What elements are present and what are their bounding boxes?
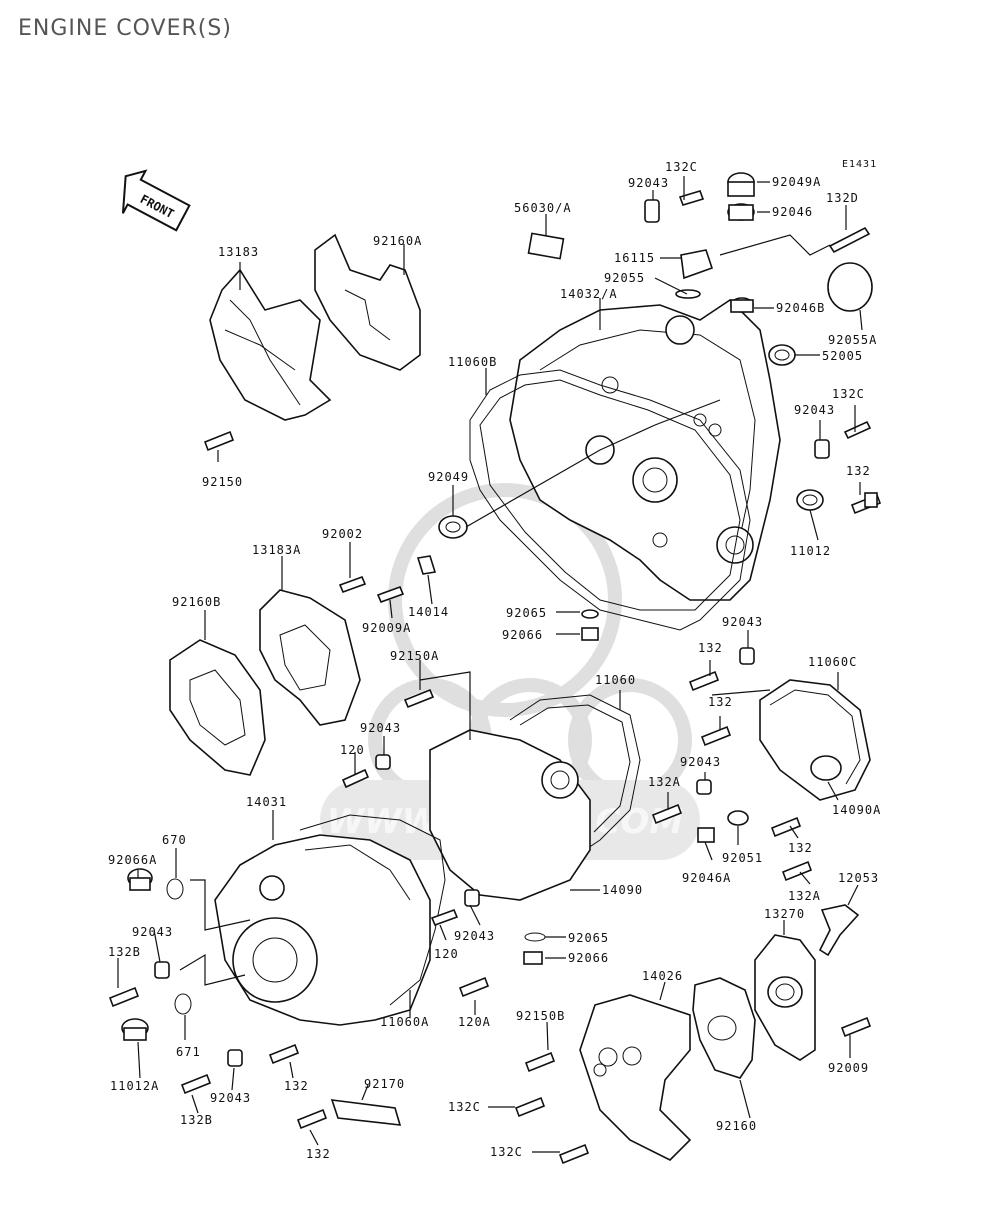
label-11060b: 11060B xyxy=(448,355,497,369)
label-92009: 92009 xyxy=(828,1061,869,1075)
label-92066a: 92066A xyxy=(108,853,157,867)
label-92150: 92150 xyxy=(202,475,243,489)
center-lower-small-parts xyxy=(430,889,546,998)
label-92046: 92046 xyxy=(772,205,813,219)
label-11012: 11012 xyxy=(790,544,831,558)
lower-left-small-parts xyxy=(108,868,402,1130)
upper-small-parts xyxy=(438,172,882,539)
label-132-m2: 132 xyxy=(708,695,733,709)
label-92043-b: 92043 xyxy=(454,929,495,943)
cover-13270 xyxy=(754,934,816,1061)
label-92170: 92170 xyxy=(364,1077,405,1091)
label-14032a: 14032/A xyxy=(560,287,618,301)
leader-lines xyxy=(117,176,863,1153)
label-11012a: 11012A xyxy=(110,1079,159,1093)
label-92043-r: 92043 xyxy=(794,403,835,417)
label-92066-top: 92066 xyxy=(502,628,543,642)
label-52005: 52005 xyxy=(822,349,863,363)
label-92049a: 92049A xyxy=(772,175,821,189)
label-92043-c: 92043 xyxy=(360,721,401,735)
label-92055: 92055 xyxy=(604,271,645,285)
label-132a-m: 132A xyxy=(648,775,681,789)
label-132-b2: 132 xyxy=(306,1147,331,1161)
label-92066-b: 92066 xyxy=(568,951,609,965)
label-120-l: 120 xyxy=(434,947,459,961)
crankcase-cover-14032a xyxy=(509,298,781,601)
diagram-code: E1431 xyxy=(842,159,877,170)
label-14031: 14031 xyxy=(246,795,287,809)
chain-guard-14026 xyxy=(579,994,692,1161)
plate-92160b xyxy=(169,639,266,776)
front-arrow: FRONT xyxy=(121,169,191,232)
label-13270: 13270 xyxy=(764,907,805,921)
part-labels: 13183 92160A 92150 56030/A 132C 92043 92… xyxy=(108,160,881,1161)
label-92043-m: 92043 xyxy=(722,615,763,629)
label-132c-b2: 132C xyxy=(490,1145,523,1159)
label-92160a: 92160A xyxy=(373,234,422,248)
label-92043-top: 92043 xyxy=(628,176,669,190)
label-132a-r: 132A xyxy=(788,889,821,903)
cover-11060c xyxy=(759,679,871,801)
gasket-92160 xyxy=(692,977,756,1079)
label-132-b1: 132 xyxy=(284,1079,309,1093)
label-14026: 14026 xyxy=(642,969,683,983)
label-92043-mr: 92043 xyxy=(680,755,721,769)
label-12053: 12053 xyxy=(838,871,879,885)
label-132-mr: 132 xyxy=(788,841,813,855)
label-11060: 11060 xyxy=(595,673,636,687)
label-132d: 132D xyxy=(826,191,859,205)
label-92150a: 92150A xyxy=(390,649,439,663)
label-11060a: 11060A xyxy=(380,1015,429,1029)
label-120-m: 120 xyxy=(340,743,365,757)
label-16115: 16115 xyxy=(614,251,655,265)
label-132c-r: 132C xyxy=(832,387,865,401)
label-92046a: 92046A xyxy=(682,871,731,885)
label-132b-2: 132B xyxy=(180,1113,213,1127)
plate-92160a xyxy=(314,233,421,371)
label-92150b: 92150B xyxy=(516,1009,565,1023)
label-132c-top: 132C xyxy=(665,160,698,174)
label-13183a: 13183A xyxy=(252,543,301,557)
label-56030a: 56030/A xyxy=(514,201,572,215)
label-92043-l: 92043 xyxy=(132,925,173,939)
plate-13183a xyxy=(259,589,361,726)
plate-13183 xyxy=(203,268,332,452)
label-11060c: 11060C xyxy=(808,655,857,669)
label-92049: 92049 xyxy=(428,470,469,484)
label-132-r: 132 xyxy=(846,464,871,478)
label-14090a: 14090A xyxy=(832,803,881,817)
label-92065-b: 92065 xyxy=(568,931,609,945)
label-13183: 13183 xyxy=(218,245,259,259)
label-671: 671 xyxy=(176,1045,201,1059)
page-title: ENGINE COVER(S) xyxy=(18,16,232,41)
label-670: 670 xyxy=(162,833,187,847)
label-120a: 120A xyxy=(458,1015,491,1029)
label-92002: 92002 xyxy=(322,527,363,541)
gasket-11060b xyxy=(469,369,751,631)
middle-small-parts xyxy=(338,555,813,882)
label-132-m1: 132 xyxy=(698,641,723,655)
label-14090: 14090 xyxy=(602,883,643,897)
label-92160: 92160 xyxy=(716,1119,757,1133)
cover-14090 xyxy=(429,729,591,901)
label-132c-b1: 132C xyxy=(448,1100,481,1114)
cover-14031 xyxy=(214,834,431,1026)
label-92055a: 92055A xyxy=(828,333,877,347)
label-92043-bl: 92043 xyxy=(210,1091,251,1105)
label-132b-1: 132B xyxy=(108,945,141,959)
label-92046b: 92046B xyxy=(776,301,825,315)
label-92009a: 92009A xyxy=(362,621,411,635)
label-14014: 14014 xyxy=(408,605,449,619)
label-92160b: 92160B xyxy=(172,595,221,609)
lower-right-small-parts xyxy=(514,904,872,1165)
gasket-11060a xyxy=(299,814,446,1006)
label-92065-top: 92065 xyxy=(506,606,547,620)
label-92051: 92051 xyxy=(722,851,763,865)
